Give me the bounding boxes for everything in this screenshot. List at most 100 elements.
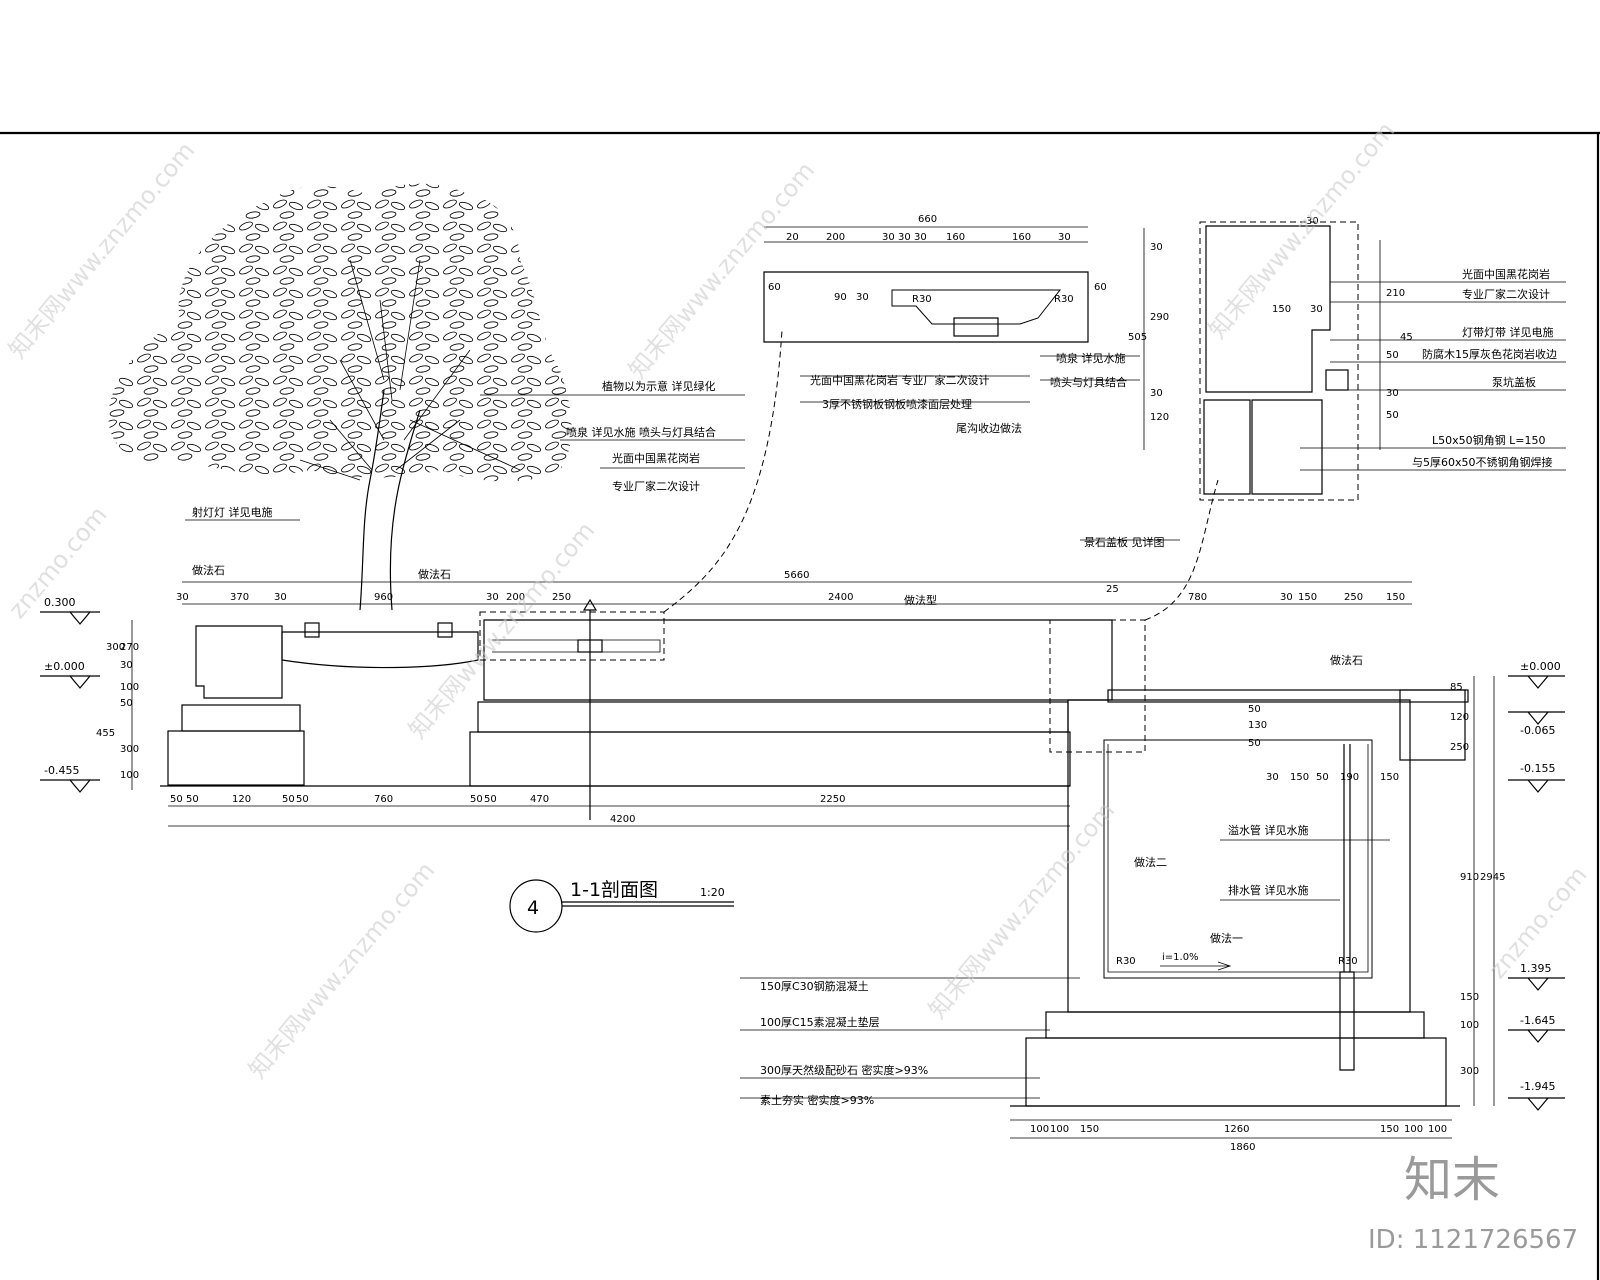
dim-rv-4: 50 <box>1248 738 1261 749</box>
det-a-dim-3: 30 <box>882 232 895 243</box>
det-a-dim-4: 30 <box>898 232 911 243</box>
dim-rb-2: 50 <box>1316 772 1329 783</box>
det-b-dim-11: 50 <box>1386 350 1399 361</box>
dim-bot-7: 50 <box>484 794 497 805</box>
det-a-label-4: 喷泉 详见水施 <box>1056 351 1126 365</box>
gravel-layer-left <box>167 730 305 786</box>
dim-rv-6: 910 <box>1460 872 1479 883</box>
title-scale: 1:20 <box>700 886 725 899</box>
dim-bb-3: 1260 <box>1224 1124 1249 1135</box>
label-fountain: 喷泉 详见水施 喷头与灯具结合 <box>566 425 716 439</box>
dim-lv-5: 300 <box>120 744 139 755</box>
det-a-v-5: 60 <box>1094 282 1107 293</box>
dim-top-7: 2400 <box>828 592 853 603</box>
det-b-dim-9: 210 <box>1386 288 1405 299</box>
label-drain: 排水管 详见水施 <box>1228 883 1309 897</box>
elev-right-3: 1.395 <box>1520 962 1552 975</box>
concrete-layer-main <box>477 701 1069 733</box>
label-basin-floor: 做法一 <box>1210 931 1243 945</box>
left-section <box>160 598 1113 820</box>
det-b-label-3: 灯带灯带 详见电施 <box>1462 325 1554 339</box>
elev-left-0: 0.300 <box>44 596 76 609</box>
dim-rv-5: 250 <box>1450 742 1469 753</box>
dim-top-5: 200 <box>506 592 525 603</box>
det-a-v-1: 90 <box>834 292 847 303</box>
det-b-dim-5: 290 <box>1150 312 1169 323</box>
dim-bb-0: 100 <box>1030 1124 1049 1135</box>
dim-bb-1: 100 <box>1050 1124 1069 1135</box>
elev-left-1: ±0.000 <box>44 660 85 673</box>
dim-bot-8: 470 <box>530 794 549 805</box>
dim-rv-8: 150 <box>1460 992 1479 1003</box>
dim-top-2: 30 <box>274 592 287 603</box>
elevation-markers-right <box>1508 675 1565 1111</box>
dim-top-13: 150 <box>1386 592 1405 603</box>
dim-bot-0: 50 <box>170 794 183 805</box>
det-a-dim-0: 660 <box>918 214 937 225</box>
elev-right-4: -1.645 <box>1520 1014 1555 1027</box>
det-a-r-0: R30 <box>912 294 932 305</box>
det-b-dim-2: 30 <box>1310 304 1323 315</box>
dim-bot-3: 50 <box>282 794 295 805</box>
dim-top-1: 370 <box>230 592 249 603</box>
light-fixture-left <box>304 622 320 638</box>
label-stone-left: 做法石 <box>192 563 225 577</box>
leader-lines <box>185 281 1566 1099</box>
dim-top-3: 960 <box>374 592 393 603</box>
det-b-dim-3: 30 <box>1150 242 1163 253</box>
dim-lv-7: 455 <box>96 728 115 739</box>
dim-bot-5: 760 <box>374 794 393 805</box>
dim-rv-0: 85 <box>1450 682 1463 693</box>
watermark-6: 知末网www.znzmo.com <box>923 797 1120 1024</box>
dim-bot-1: 50 <box>186 794 199 805</box>
det-a-v-2: 30 <box>856 292 869 303</box>
dim-top-11: 150 <box>1298 592 1317 603</box>
label-cover: 景石盖板 见详图 <box>1084 535 1165 549</box>
dim-lv-1: 270 <box>120 642 139 653</box>
dim-top-10: 30 <box>1280 592 1293 603</box>
detail-a <box>763 226 1089 343</box>
det-b-label-5: 泵坑盖板 <box>1492 375 1536 389</box>
dim-top-8: 25 <box>1106 584 1119 595</box>
det-a-dim-6: 160 <box>946 232 965 243</box>
dimension-lines <box>131 228 1495 1139</box>
label-overflow: 溢水管 详见水施 <box>1228 823 1309 837</box>
gravel-base <box>1025 1037 1447 1107</box>
dim-bot-2: 120 <box>232 794 251 805</box>
label-light-left: 射灯灯 详见电施 <box>192 505 273 519</box>
dim-top-12: 250 <box>1344 592 1363 603</box>
paving-right <box>1399 689 1466 761</box>
det-a-dim-5: 30 <box>914 232 927 243</box>
watermark-7: 知末网www.znzmo.com <box>243 857 440 1084</box>
det-a-label-2: 3厚不锈钢板钢板喷漆面层处理 <box>822 397 972 411</box>
elev-right-1: -0.065 <box>1520 724 1555 737</box>
det-b-dim-0: 30 <box>1306 216 1319 227</box>
det-b-dim-10: 45 <box>1400 332 1413 343</box>
title-number: 4 <box>527 897 539 919</box>
elev-right-0: ±0.000 <box>1520 660 1561 673</box>
dim-rv-10: 300 <box>1460 1066 1479 1077</box>
label-granite-a2: 专业厂家二次设计 <box>612 479 700 493</box>
gravel-layer-main <box>469 731 1071 787</box>
elev-left-2: -0.455 <box>44 764 79 777</box>
det-a-label-3: 尾沟收边做法 <box>956 421 1022 435</box>
dim-top-4: 30 <box>486 592 499 603</box>
basin-r-right: R30 <box>1338 956 1358 967</box>
dim-rv-7: 2945 <box>1480 872 1505 883</box>
concrete-layer-left <box>181 704 301 732</box>
dim-top-6: 250 <box>552 592 571 603</box>
det-b-dim-12: 30 <box>1386 388 1399 399</box>
dim-lv-2: 30 <box>120 660 133 671</box>
basin-section <box>1010 689 1469 1107</box>
dim-basin-total: 1860 <box>1230 1142 1255 1153</box>
elev-right-5: -1.945 <box>1520 1080 1555 1093</box>
det-b-label-2: 专业厂家二次设计 <box>1462 287 1550 301</box>
label-layer2: 100厚C15素混凝土垫层 <box>760 1015 880 1029</box>
dim-rv-3: 130 <box>1248 720 1267 731</box>
det-a-dim-2: 200 <box>826 232 845 243</box>
det-a-dim-8: 30 <box>1058 232 1071 243</box>
det-b-label-6: L50x50钢角钢 L=150 <box>1432 434 1545 447</box>
dim-top-9: 780 <box>1188 592 1207 603</box>
light-fixture-mid <box>437 622 453 638</box>
label-stone-mid: 做法石 <box>418 567 451 581</box>
